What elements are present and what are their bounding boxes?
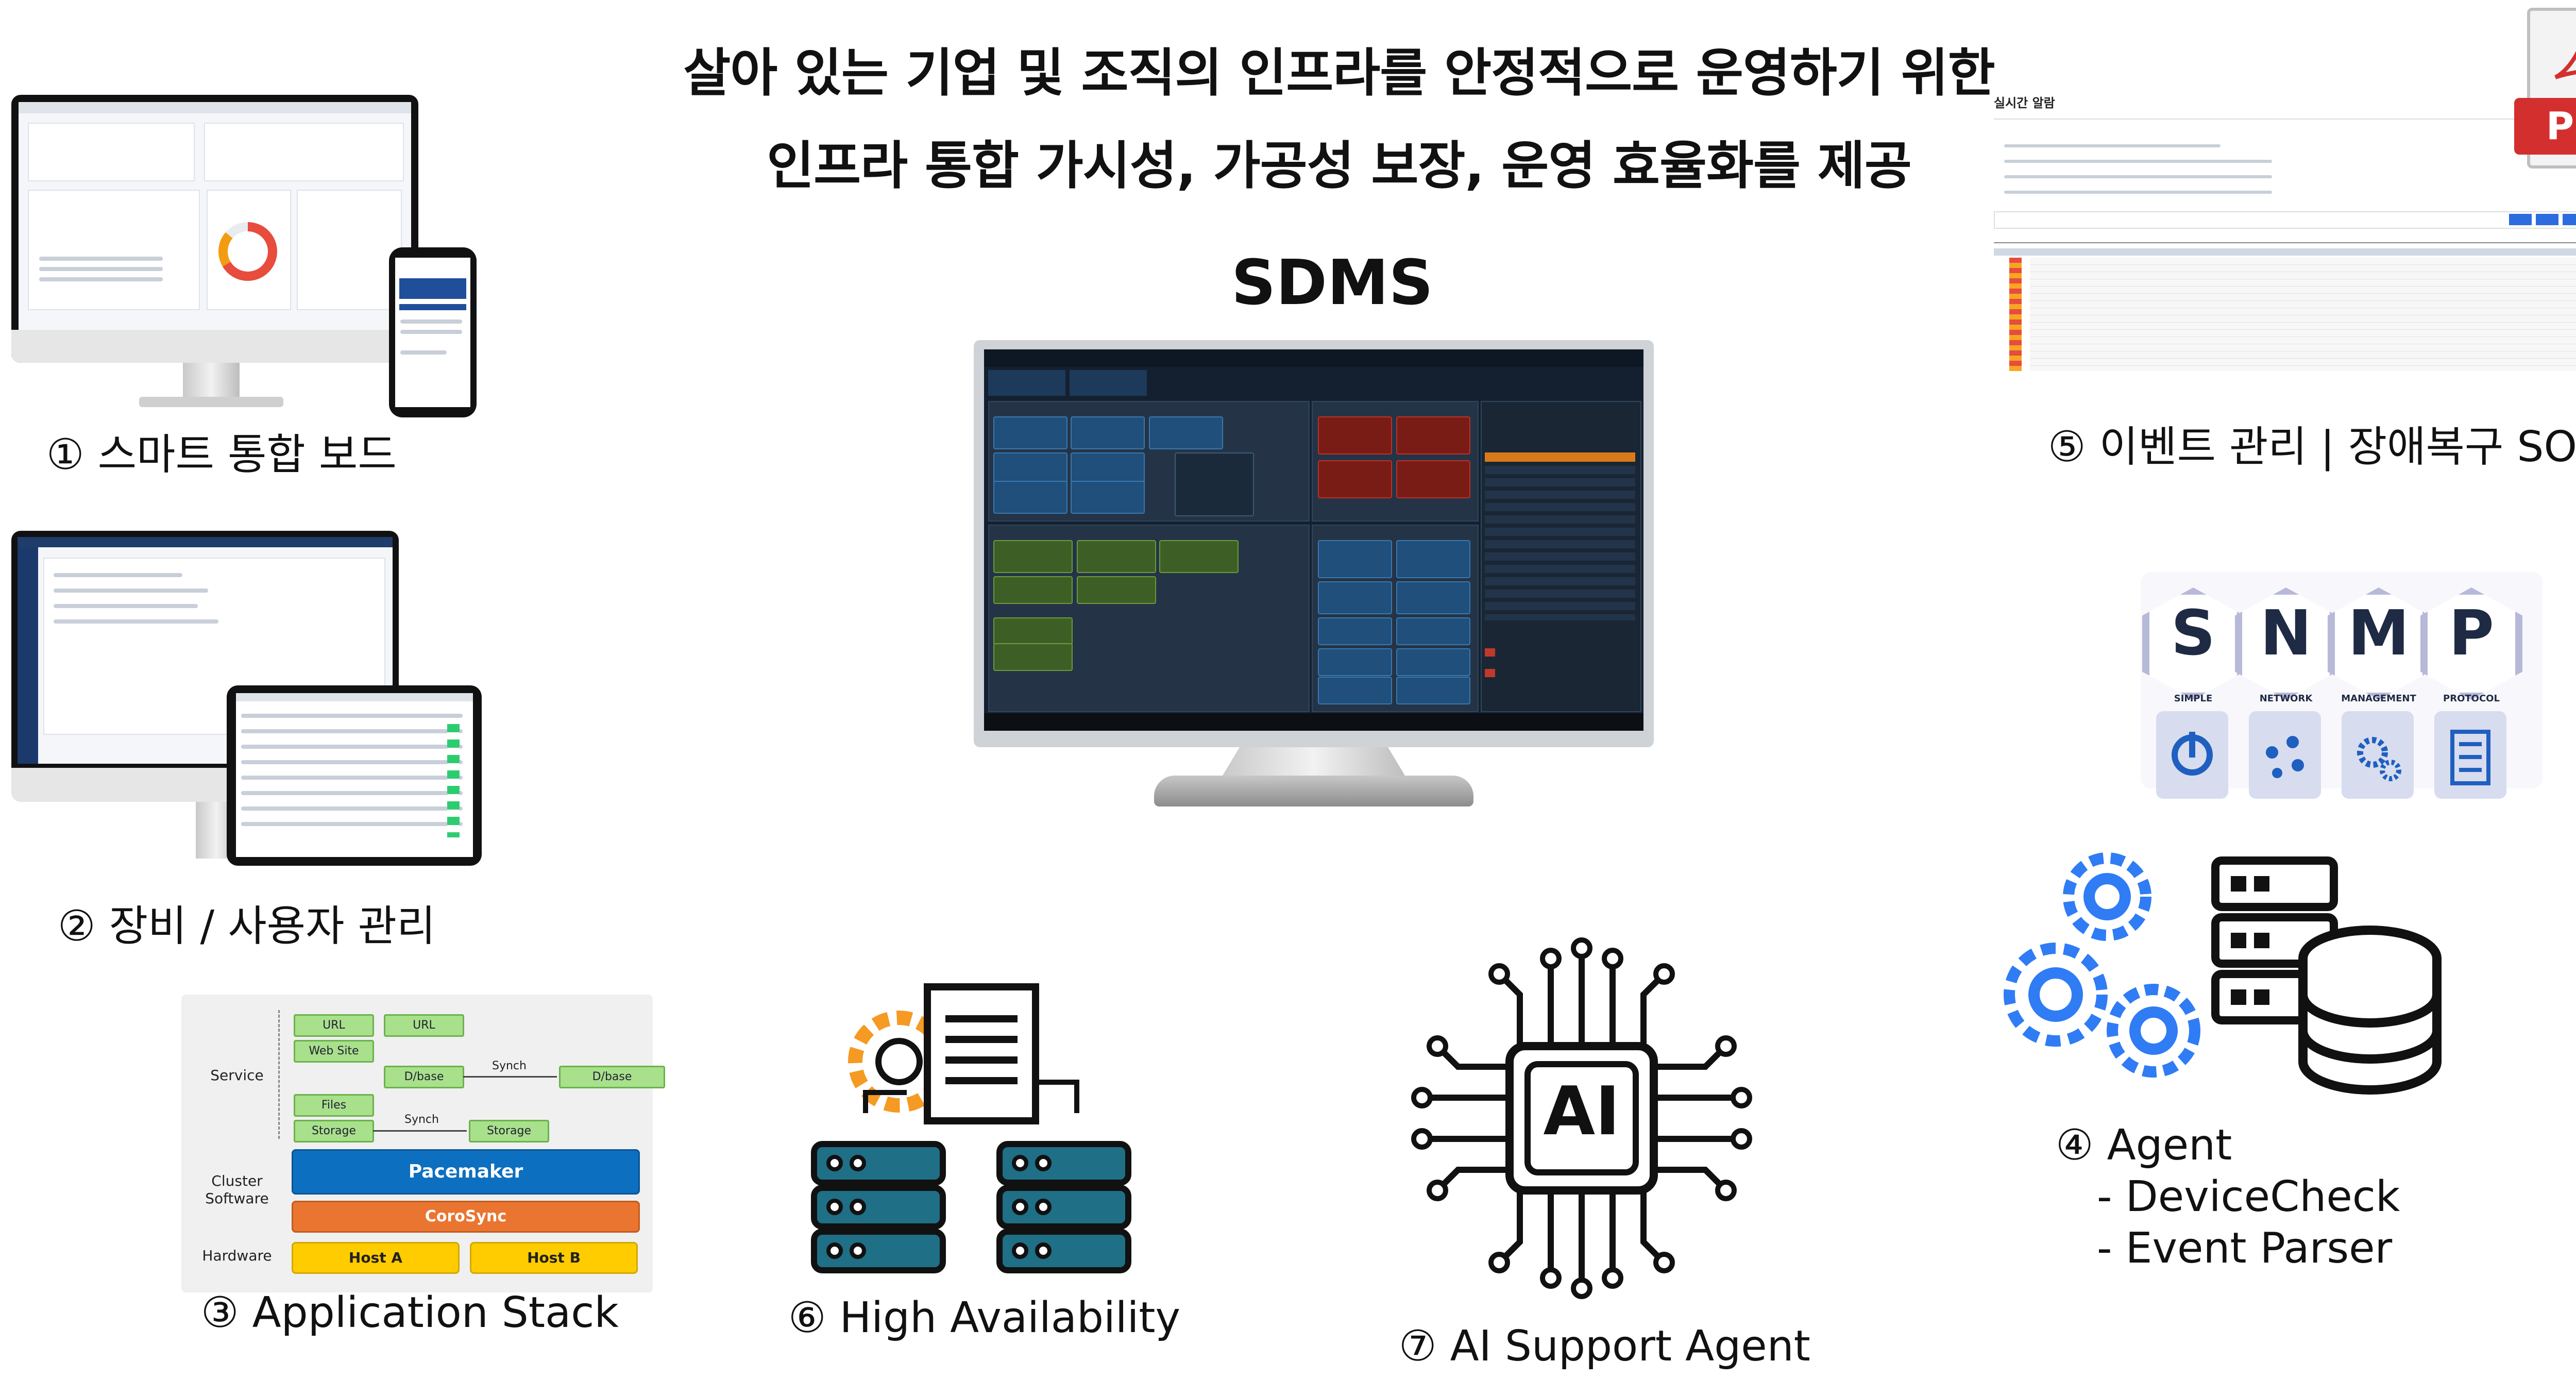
url-box-1: URL	[294, 1014, 374, 1037]
files-box: Files	[294, 1094, 374, 1117]
dbase-box-1: D/base	[384, 1066, 464, 1088]
caption-ai-agent: ⑦ AI Support Agent	[1399, 1322, 1810, 1371]
synch-label-1: Synch	[492, 1060, 527, 1072]
synch-line-1	[463, 1076, 557, 1078]
url-box-2: URL	[384, 1014, 464, 1037]
website-box: Web Site	[294, 1040, 374, 1063]
pacemaker-bar: Pacemaker	[292, 1149, 640, 1195]
gears-icon	[2342, 711, 2414, 799]
ai-chip-label: AI	[1543, 1072, 1620, 1150]
sdms-dashboard-screen	[984, 349, 1643, 731]
service-label: Service	[210, 1067, 264, 1084]
snmp-letter-n: N	[2260, 598, 2312, 669]
synch-label-2: Synch	[404, 1113, 439, 1126]
phone-screen	[395, 258, 470, 407]
snmp-sub-network: NETWORK	[2259, 693, 2313, 704]
hardware-label: Hardware	[202, 1247, 272, 1264]
pdf-badge: PDF	[2514, 98, 2576, 155]
sdms-title: SDMS	[1231, 247, 1433, 319]
service-bracket	[278, 1010, 280, 1139]
caption-agent-item-1: - DeviceCheck	[2097, 1172, 2400, 1221]
dashboard-screen	[19, 102, 411, 334]
caption-agent-item-2: - Event Parser	[2097, 1224, 2393, 1273]
snmp-letter-p: P	[2449, 598, 2494, 669]
snmp-letter-m: M	[2348, 598, 2410, 669]
dbase-box-2: D/base	[559, 1066, 665, 1088]
network-dots-icon	[2249, 711, 2321, 799]
storage-box-1: Storage	[294, 1120, 374, 1142]
caption-device-user: ② 장비 / 사용자 관리	[58, 902, 436, 951]
corosync-bar: CoroSync	[292, 1201, 640, 1233]
snmp-letter-s: S	[2171, 598, 2216, 669]
caption-event-mgmt: ⑤ 이벤트 관리 | 장애복구 SOP	[2048, 423, 2576, 472]
alarm-sheet-title: 실시간 알람	[1994, 96, 2055, 110]
checklist-icon	[2434, 711, 2506, 799]
tablet-screen	[236, 693, 473, 857]
caption-smart-board: ① 스마트 통합 보드	[46, 430, 397, 479]
headline-line-1: 살아 있는 기업 및 조직의 인프라를 안정적으로 운영하기 위한	[683, 43, 1995, 103]
caption-agent: ④ Agent	[2056, 1121, 2232, 1170]
headline-line-2: 인프라 통합 가시성, 가공성 보장, 운영 효율화를 제공	[767, 136, 1912, 196]
caption-high-availability: ⑥ High Availability	[788, 1293, 1181, 1342]
alarm-sheet: 실시간 알람	[1994, 88, 2576, 386]
snmp-sub-protocol: PROTOCOL	[2443, 693, 2500, 704]
ai-chip-icon	[1411, 937, 1752, 1299]
cluster-software-label: Cluster Software	[205, 1172, 269, 1207]
snmp-sub-simple: SIMPLE	[2174, 693, 2213, 704]
caption-app-stack: ③ Application Stack	[201, 1288, 619, 1337]
agent-gears-server-icon	[2004, 852, 2442, 1095]
snmp-sub-management: MANAGEMENT	[2341, 693, 2416, 704]
host-b-box: Host B	[470, 1242, 638, 1274]
monitor-base	[1154, 776, 1473, 806]
power-icon	[2156, 711, 2228, 799]
high-availability-icon	[811, 983, 1131, 1273]
host-a-box: Host A	[292, 1242, 460, 1274]
storage-box-2: Storage	[469, 1120, 549, 1142]
synch-line-2	[373, 1130, 467, 1132]
